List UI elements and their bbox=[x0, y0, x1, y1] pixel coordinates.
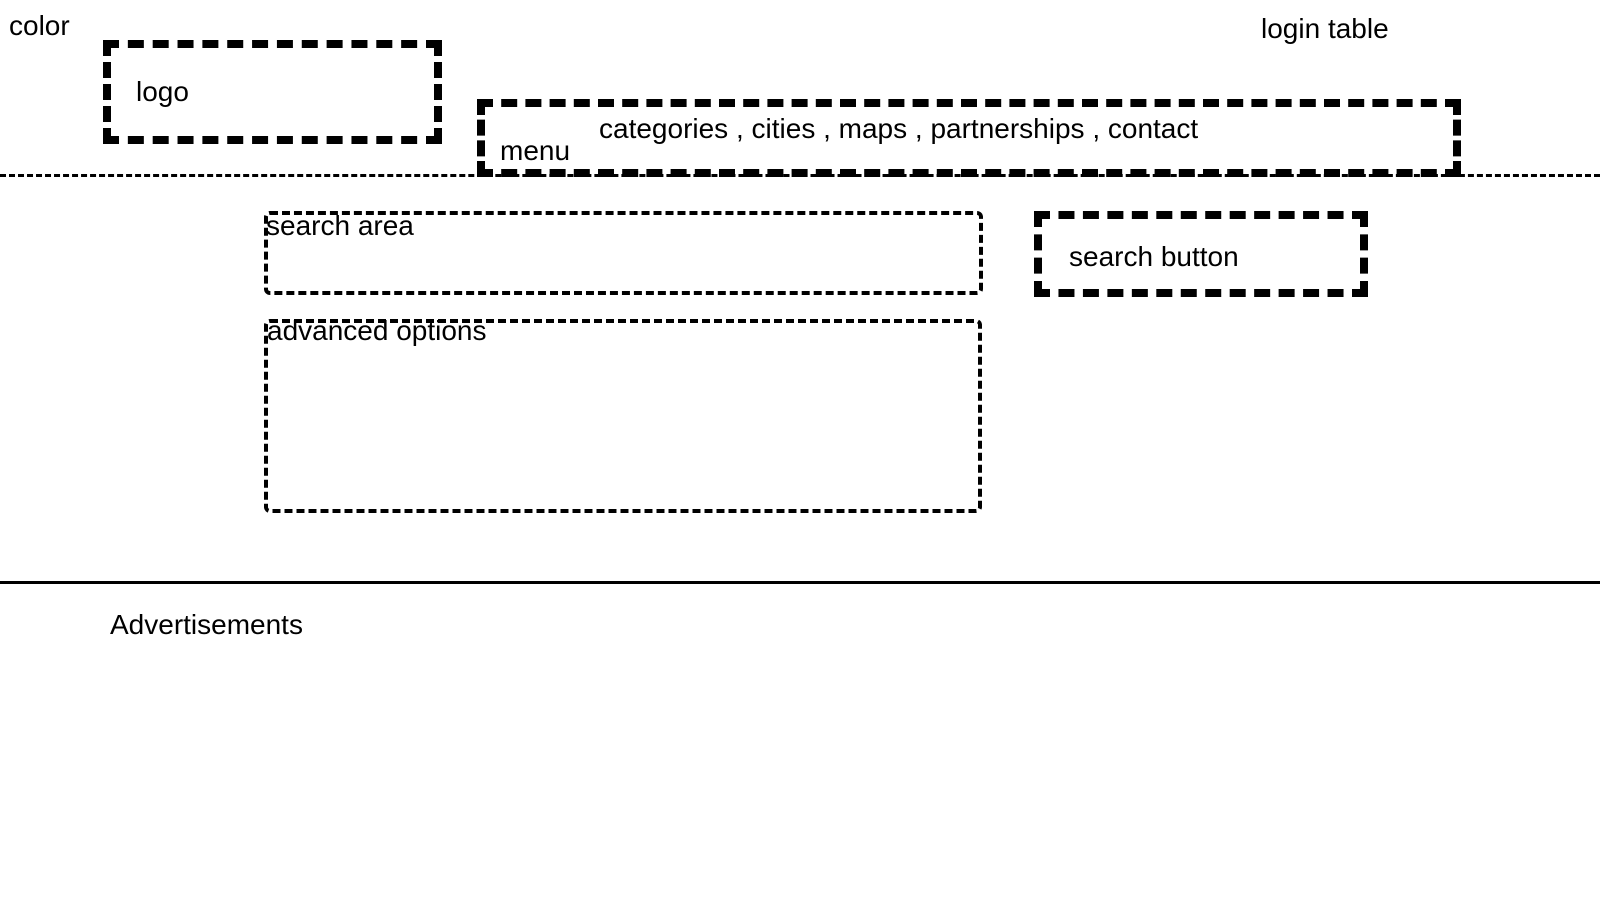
content-divider bbox=[0, 581, 1600, 584]
login-table-label[interactable]: login table bbox=[1261, 13, 1389, 44]
search-button[interactable]: search button bbox=[1034, 211, 1368, 297]
advanced-options-panel[interactable]: advanced options bbox=[264, 315, 982, 513]
advanced-options-label: advanced options bbox=[267, 315, 487, 346]
advertisements-label: Advertisements bbox=[110, 609, 303, 640]
menu-label: menu bbox=[500, 135, 571, 166]
search-area-input[interactable]: search area bbox=[264, 211, 983, 295]
menu-items-text[interactable]: categories , cities , maps , partnership… bbox=[599, 113, 1199, 144]
search-area-label: search area bbox=[266, 210, 414, 241]
header-divider bbox=[0, 174, 1600, 177]
search-button-label: search button bbox=[1069, 241, 1239, 272]
menu-placeholder[interactable]: categories , cities , maps , partnership… bbox=[477, 99, 1461, 177]
color-label: color bbox=[9, 10, 70, 41]
logo-label: logo bbox=[136, 76, 189, 107]
logo-placeholder[interactable]: logo bbox=[103, 40, 442, 144]
